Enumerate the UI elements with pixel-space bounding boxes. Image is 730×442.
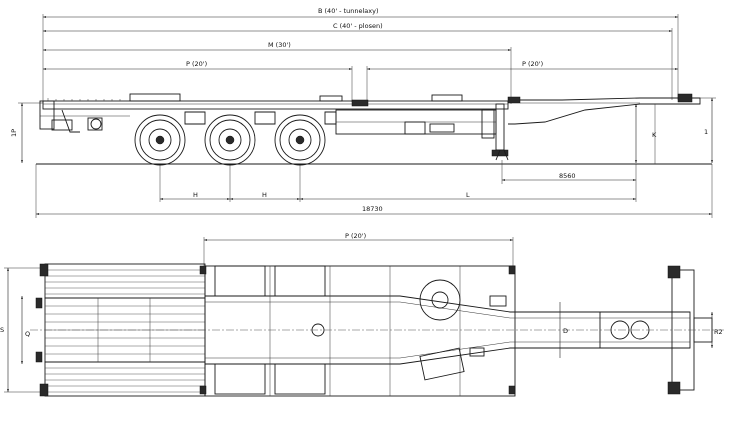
plan-dimension-p-label: P (20') bbox=[345, 232, 366, 240]
dimension-left-height: 1P bbox=[10, 102, 43, 163]
plan-dimension-r2: R2 bbox=[711, 312, 723, 348]
plan-dimension-q-label: Q bbox=[25, 330, 30, 338]
dimension-k: K bbox=[635, 104, 657, 164]
plan-dimension-s: S bbox=[0, 267, 45, 393]
dimension-h1-label: H bbox=[193, 191, 198, 199]
dimension-c-label: C (40' - plosen) bbox=[333, 22, 383, 30]
dimension-l-label: L bbox=[466, 191, 470, 199]
plan-view: P (20') S Q bbox=[0, 232, 725, 397]
dimension-8560: 8560 bbox=[501, 160, 637, 184]
dimension-m: M (30') bbox=[43, 41, 512, 104]
dimension-p-left-label: P (20') bbox=[186, 60, 207, 68]
dimension-b-label: B (40' - tunnelaxy) bbox=[318, 7, 379, 15]
dimension-total-label: 18730 bbox=[362, 205, 383, 213]
dimension-h2-label: H bbox=[262, 191, 267, 199]
wheel-1 bbox=[134, 114, 186, 166]
dimension-left-height-label: 1P bbox=[10, 129, 18, 137]
plan-dimension-q: Q bbox=[21, 296, 30, 364]
side-view: B (40' - tunnelaxy) C (40' - plosen) M (… bbox=[10, 7, 716, 218]
plan-wheels-top bbox=[44, 263, 206, 299]
dimension-h-l: H H L bbox=[159, 165, 637, 202]
dimension-total: 18730 bbox=[35, 164, 713, 218]
plan-main-frame bbox=[199, 265, 690, 397]
dimension-right-height-label: 1 bbox=[704, 128, 708, 136]
plan-dimension-d-label: D bbox=[563, 327, 568, 335]
chassis-side bbox=[39, 93, 701, 161]
plan-dimension-r2-label: R2 bbox=[714, 328, 723, 336]
dimension-k-label: K bbox=[652, 131, 657, 139]
dimension-m-label: M (30') bbox=[268, 41, 291, 49]
plan-dimension-s-label: S bbox=[0, 326, 4, 334]
wheel-3 bbox=[274, 114, 326, 166]
dimension-right-height: 1 bbox=[700, 97, 716, 163]
plan-rear-platform bbox=[35, 263, 206, 397]
plan-wheels-bottom bbox=[44, 361, 206, 397]
dimension-8560-label: 8560 bbox=[559, 172, 576, 180]
plan-dimension-d: D bbox=[559, 302, 568, 358]
wheel-2 bbox=[204, 114, 256, 166]
dimension-p-left: P (20') bbox=[43, 60, 353, 102]
dimension-p-right: P (20') bbox=[366, 60, 678, 102]
dimension-c: C (40' - plosen) bbox=[43, 22, 673, 100]
dimension-b: B (40' - tunnelaxy) bbox=[42, 7, 679, 103]
dimension-p-right-label: P (20') bbox=[522, 60, 543, 68]
